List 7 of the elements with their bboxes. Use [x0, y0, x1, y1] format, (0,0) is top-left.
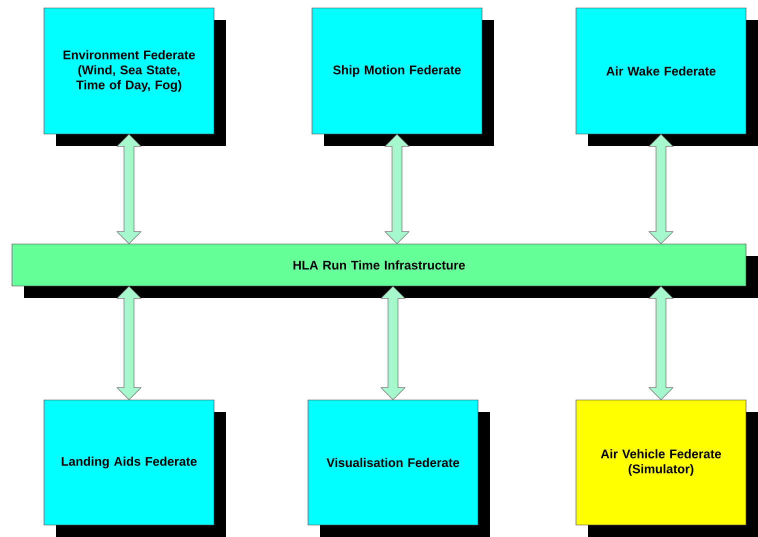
federate-box: Air Vehicle Federate (Simulator): [576, 400, 758, 537]
federate-box: Air Wake Federate: [576, 8, 758, 146]
federate-box: Environment Federate (Wind, Sea State, Time of Day, Fog): [44, 8, 226, 146]
federate-box: Landing Aids Federate: [44, 400, 226, 537]
federate-box: Ship Motion Federate: [312, 8, 494, 146]
federate-box: Visualisation Federate: [308, 400, 490, 537]
infrastructure-bar: HLA Run Time Infrastructure: [12, 244, 758, 298]
